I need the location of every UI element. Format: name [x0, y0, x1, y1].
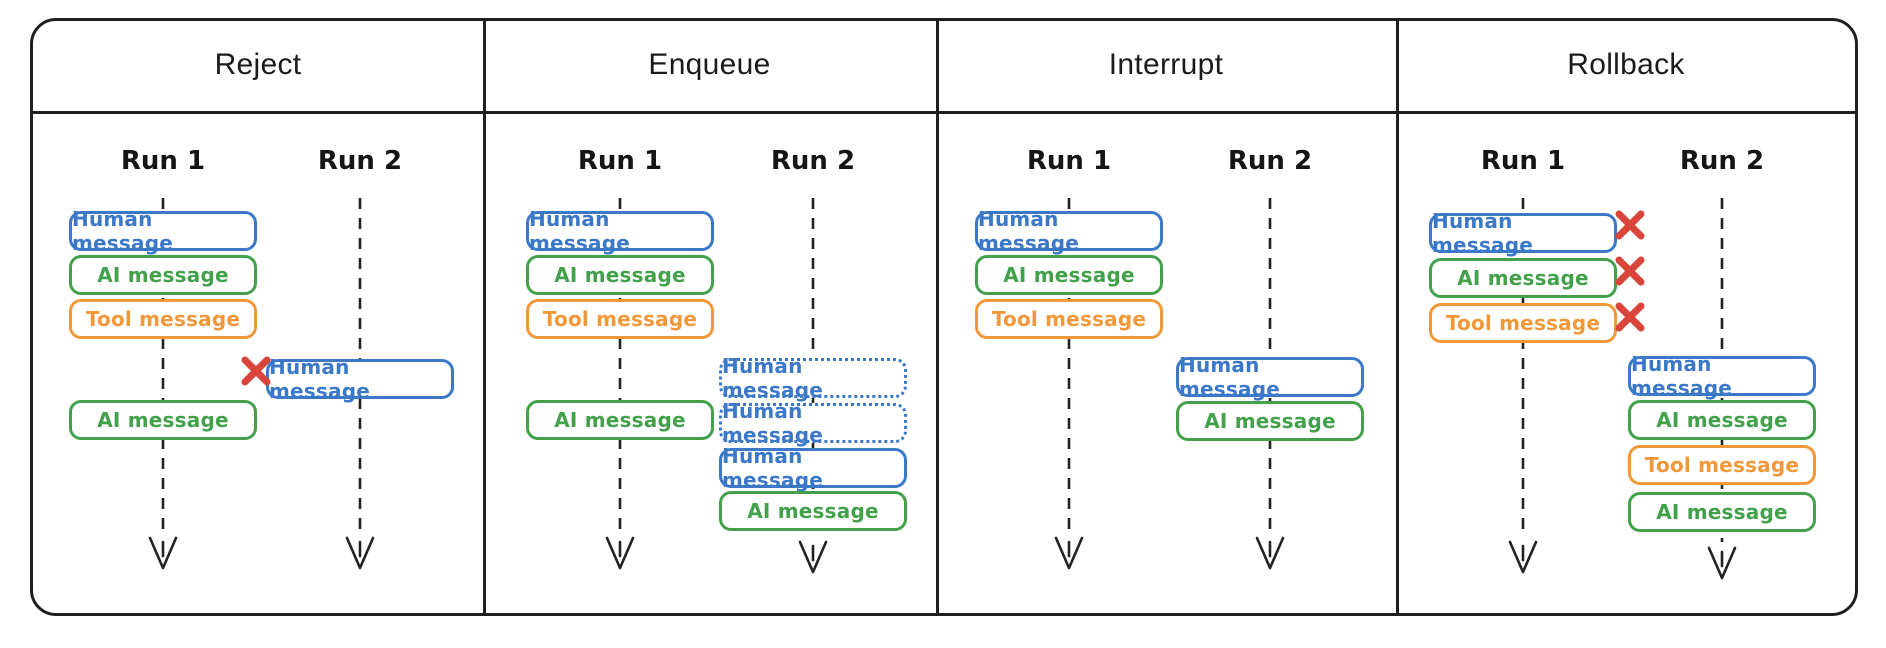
run-label: Run 2	[1227, 146, 1313, 176]
panel-divider	[1396, 18, 1399, 616]
ai-message-box: AI message	[69, 255, 257, 295]
arrow-down-icon	[1508, 540, 1538, 574]
run-label: Run 1	[1480, 146, 1566, 176]
tool-message-box: Tool message	[69, 299, 257, 339]
human-message-box: Human message	[526, 207, 714, 255]
arrow-down-icon	[1255, 536, 1285, 570]
rejected-x-icon	[241, 356, 271, 386]
ai-message-box: AI message	[1628, 492, 1816, 532]
arrow-down-icon	[798, 540, 828, 574]
run-label: Run 2	[770, 146, 856, 176]
tool-message-box: Tool message	[1628, 445, 1816, 485]
run-label: Run 1	[1026, 146, 1112, 176]
rollback-x-icon	[1615, 210, 1645, 240]
tool-message-box: Tool message	[1429, 303, 1617, 343]
queued-human-message-box: Human message	[719, 399, 907, 447]
panel-title-enqueue: Enqueue	[648, 48, 771, 81]
arrow-down-icon	[605, 536, 635, 570]
ai-message-box: AI message	[975, 255, 1163, 295]
run-label: Run 2	[1679, 146, 1765, 176]
ai-message-box: AI message	[1429, 258, 1617, 298]
panel-divider	[483, 18, 486, 616]
panel-title-interrupt: Interrupt	[1108, 48, 1224, 81]
run-label: Run 1	[577, 146, 663, 176]
human-message-box: Human message	[69, 207, 257, 255]
arrow-down-icon	[1054, 536, 1084, 570]
rollback-x-icon	[1615, 256, 1645, 286]
arrow-down-icon	[148, 536, 178, 570]
arrow-down-icon	[1707, 546, 1737, 580]
tool-message-box: Tool message	[526, 299, 714, 339]
tool-message-box: Tool message	[975, 299, 1163, 339]
panel-divider	[936, 18, 939, 616]
arrow-down-icon	[345, 536, 375, 570]
human-message-box: Human message	[1176, 353, 1364, 401]
header-separator	[30, 111, 1858, 114]
ai-message-box: AI message	[526, 400, 714, 440]
run-label: Run 1	[120, 146, 206, 176]
ai-message-box: AI message	[719, 491, 907, 531]
ai-message-box: AI message	[1176, 401, 1364, 441]
human-message-box: Human message	[1429, 209, 1617, 257]
rollback-x-icon	[1615, 302, 1645, 332]
ai-message-box: AI message	[526, 255, 714, 295]
panel-title-rollback: Rollback	[1567, 48, 1685, 81]
run-label: Run 2	[317, 146, 403, 176]
ai-message-box: AI message	[69, 400, 257, 440]
ai-message-box: AI message	[1628, 400, 1816, 440]
panel-title-reject: Reject	[214, 48, 302, 81]
